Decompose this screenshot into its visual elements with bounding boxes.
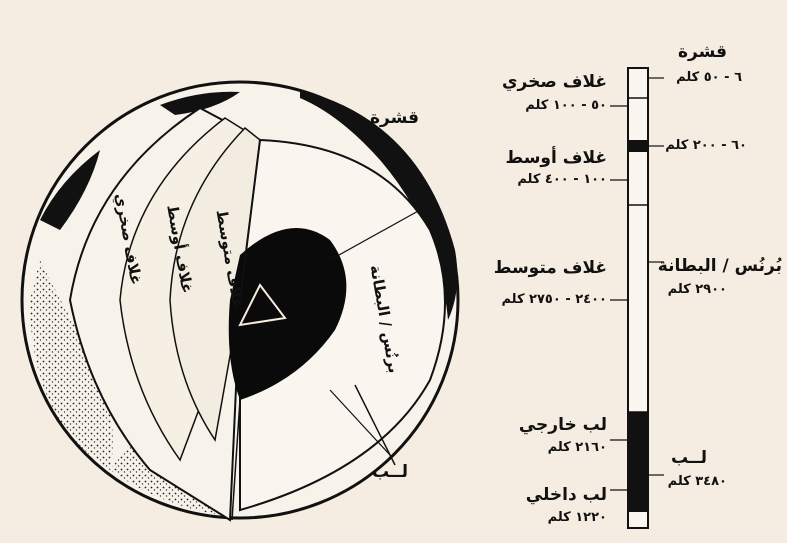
inner-core-value: ١٢٢٠ كلم [548,510,607,525]
middle-layer-label: غلاف متوسط [494,258,607,278]
outer-core-value: ٢١٦٠ كلم [548,440,607,455]
crust-range: ٦ - ٥٠ كلم [676,70,742,85]
rocky-layer-range: ٥٠ - ١٠٠ كلم [525,98,607,113]
mantle-label: بُرنُس / البطانة [658,256,782,276]
middle-layer-range: ٢٤٠٠ - ٢٧٥٠ كلم [501,292,607,307]
crust-label: قشرة [678,42,727,62]
upper-layer-range: ١٠٠ - ٤٠٠ كلم [517,172,607,187]
upper-layer-label: غلاف أوسط [505,148,607,168]
core-label: لــب [671,448,707,468]
second-range: ٦٠ - ٢٠٠ كلم [665,138,747,153]
outer-core-label: لب خارجي [519,415,607,435]
core-value: ٣٤٨٠ كلم [668,474,727,489]
inner-core-label: لب داخلي [526,485,607,505]
globe-core-label: لــب [372,462,408,482]
globe-crust-label: قشرة [370,108,419,128]
rocky-layer-label: غلاف صخري [502,72,607,92]
mantle-value: ٢٩٠٠ كلم [668,282,727,297]
